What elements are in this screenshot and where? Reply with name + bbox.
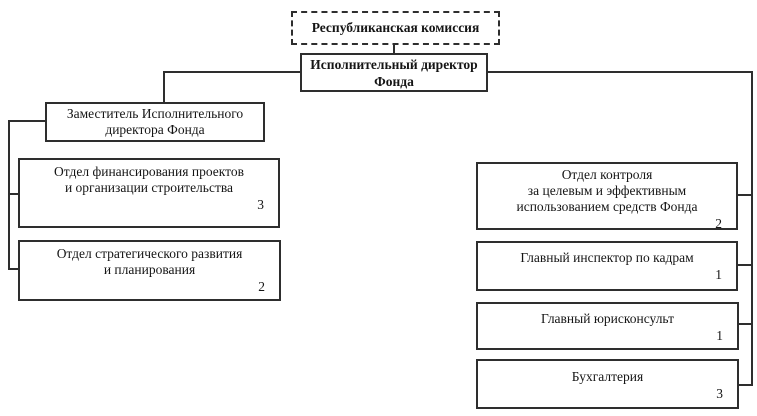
node-label: Республиканская комиссия: [311, 20, 480, 35]
staff-count: 3: [257, 197, 264, 212]
node-executive-director: Исполнительный директор Фонда: [300, 53, 488, 92]
connector-stub-accounting: [736, 384, 753, 386]
connector-stub-dept-strategy: [8, 268, 20, 270]
connector-left-vertical: [8, 120, 10, 270]
node-dept-strategy: Отдел стратегического развития и планиро…: [18, 240, 281, 301]
node-label: Заместитель Исполнительного директора Фо…: [66, 106, 244, 137]
node-label: Отдел контроля за целевым и эффективным …: [516, 167, 698, 214]
staff-count: 1: [715, 267, 722, 282]
node-label: Отдел стратегического развития и планиро…: [56, 246, 243, 277]
staff-count: 3: [716, 386, 723, 401]
connector-stub-hr-inspector: [736, 264, 751, 266]
node-accounting: Бухгалтерия 3: [476, 359, 739, 409]
connector-stub-legal-counsel: [736, 323, 751, 325]
node-label: Главный инспектор по кадрам: [520, 250, 694, 265]
connector-commission-director: [393, 43, 395, 54]
connector-stub-dept-control: [736, 194, 751, 196]
node-deputy-director: Заместитель Исполнительного директора Фо…: [45, 102, 265, 142]
staff-count: 2: [258, 279, 265, 294]
connector-left-horizontal: [163, 71, 302, 73]
connector-right-vertical: [751, 71, 753, 386]
node-republican-commission: Республиканская комиссия: [291, 11, 500, 45]
node-dept-financing: Отдел финансирования проектов и организа…: [18, 158, 280, 228]
connector-right-horizontal: [486, 71, 753, 73]
node-label: Отдел финансирования проектов и организа…: [54, 164, 244, 195]
connector-deputy-stub: [8, 120, 47, 122]
node-dept-control: Отдел контроля за целевым и эффективным …: [476, 162, 738, 231]
node-hr-inspector: Главный инспектор по кадрам 1: [476, 241, 738, 291]
node-label: Исполнительный директор Фонда: [310, 56, 478, 89]
connector-stub-dept-financing: [8, 193, 20, 195]
staff-count: 2: [715, 216, 722, 231]
node-label: Главный юрисконсульт: [541, 311, 674, 326]
node-label: Бухгалтерия: [571, 369, 644, 384]
staff-count: 1: [716, 328, 723, 343]
connector-left-drop-to-deputy: [163, 71, 165, 104]
node-legal-counsel: Главный юрисконсульт 1: [476, 302, 739, 350]
